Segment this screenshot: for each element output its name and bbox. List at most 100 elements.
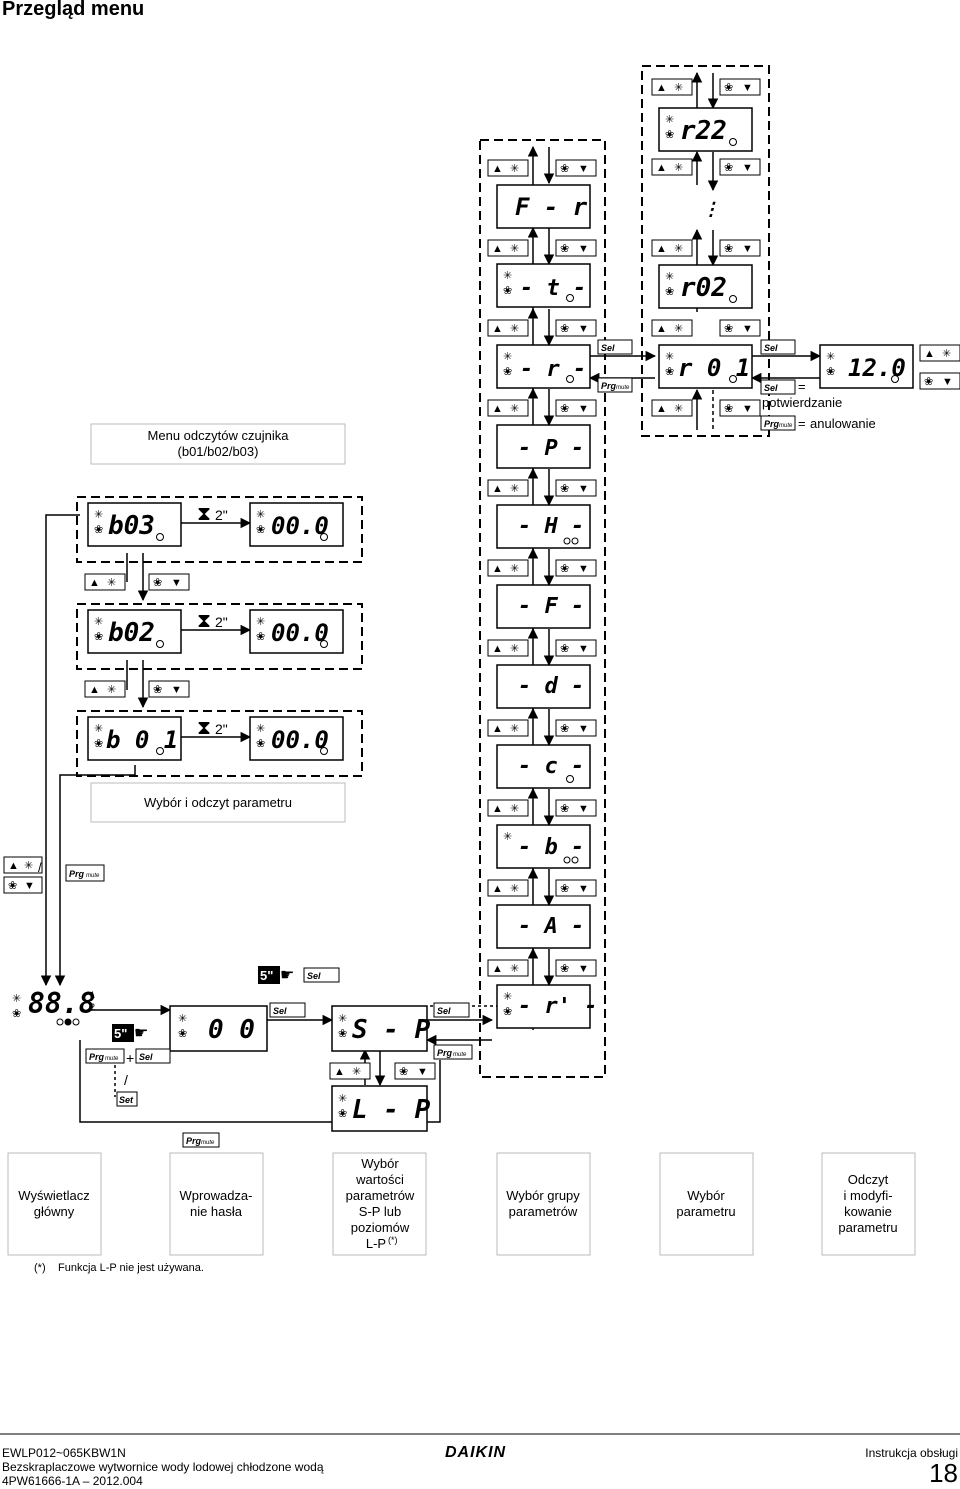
nav-pair-group-5[interactable]: ▲✳ ❀▼ — [487, 479, 597, 497]
display-r02: ✳ ❀ r02 — [658, 264, 753, 309]
nav-pair-sensor-2[interactable]: ▲✳ ❀▼ — [84, 680, 190, 698]
prg-button-group[interactable]: Prg mute — [597, 377, 633, 393]
sel-button-sp-top[interactable]: Sel — [303, 967, 340, 983]
sensor-b02-frame — [76, 603, 363, 670]
nav-pair-group-6[interactable]: ▲✳ ❀▼ — [487, 559, 597, 577]
svg-text:✳: ✳ — [256, 509, 265, 521]
legend-equals-1: = — [798, 379, 806, 394]
sel-button-entry[interactable]: Sel — [135, 1048, 171, 1064]
display-a: - A - — [496, 904, 591, 949]
svg-text:Prg: Prg — [437, 1048, 453, 1058]
function-buttons[interactable]: Prg mute Sel Sel Sel Prg mute Prg mute S… — [65, 339, 796, 1148]
svg-text:▼: ▼ — [578, 963, 589, 975]
svg-text:✳: ✳ — [510, 163, 519, 175]
footer-description: Bezskraplaczowe wytwornice wody lodowej … — [2, 1460, 324, 1474]
nav-pair-group-8[interactable]: ▲✳ ❀▼ — [487, 719, 597, 737]
svg-text:✳: ✳ — [674, 323, 683, 335]
nav-pair-param-4[interactable]: ▲✳ ❀▼ — [651, 319, 761, 337]
svg-text:Sel: Sel — [764, 383, 778, 393]
prg-button-sp[interactable]: Prg mute — [433, 1044, 473, 1060]
nav-pair-param-1[interactable]: ▲✳ ❀▼ — [651, 78, 761, 96]
sel-button-sp[interactable]: Sel — [433, 1002, 470, 1018]
svg-text:❀: ❀ — [560, 803, 569, 815]
svg-text:▲: ▲ — [492, 963, 503, 975]
svg-text:▼: ▼ — [942, 376, 953, 388]
svg-text:▲: ▲ — [492, 403, 503, 415]
prg-button-main[interactable]: Prg mute — [65, 864, 105, 882]
svg-text:✳: ✳ — [510, 483, 519, 495]
svg-text:Funkcja L-P nie jest używana.: Funkcja L-P nie jest używana. — [58, 1262, 204, 1274]
legend-confirm: potwierdzanie — [762, 395, 842, 410]
svg-text:❀: ❀ — [153, 684, 162, 696]
nav-pair-value[interactable]: ▲✳ ❀▼ — [919, 344, 960, 390]
svg-text:❀: ❀ — [560, 563, 569, 575]
display-c: - c - — [496, 744, 591, 789]
svg-text:Set: Set — [119, 1095, 134, 1105]
display-p: - P - — [496, 424, 591, 469]
svg-text:❀: ❀ — [503, 285, 512, 297]
svg-text:i modyfi-: i modyfi- — [843, 1188, 892, 1203]
svg-text:✳: ✳ — [510, 243, 519, 255]
svg-text:▲: ▲ — [656, 82, 667, 94]
svg-text:▼: ▼ — [417, 1066, 428, 1078]
svg-text:▲: ▲ — [492, 483, 503, 495]
svg-text:▼: ▼ — [578, 803, 589, 815]
svg-text:(*): (*) — [34, 1262, 46, 1274]
svg-text:Wybór i odczyt parametru: Wybór i odczyt parametru — [144, 795, 292, 810]
nav-pair-group-4[interactable]: ▲✳ ❀▼ — [487, 399, 597, 417]
desc-main-display: Wyświetlacz główny — [7, 1152, 102, 1256]
svg-text:+: + — [126, 1050, 134, 1066]
svg-text:Prg: Prg — [186, 1136, 202, 1146]
svg-text:Prg: Prg — [89, 1052, 105, 1062]
nav-pair-param-2[interactable]: ▲✳ ❀▼ — [651, 158, 761, 176]
prg-button-entry[interactable]: Prg mute + — [85, 1048, 134, 1066]
nav-pair-main[interactable]: ▲✳ ❀▼ / — [3, 856, 43, 894]
svg-text:▼: ▼ — [578, 563, 589, 575]
svg-text:✳: ✳ — [674, 162, 683, 174]
nav-pair-group-3[interactable]: ▲✳ ❀▼ — [487, 319, 597, 337]
sel-button-legend[interactable]: Sel — [760, 379, 796, 395]
svg-text:Sel: Sel — [273, 1006, 287, 1016]
nav-pair-group-9[interactable]: ▲✳ ❀▼ — [487, 799, 597, 817]
svg-text:Wybór: Wybór — [687, 1188, 725, 1203]
svg-text:✳: ✳ — [352, 1066, 361, 1078]
svg-text:2": 2" — [215, 614, 228, 630]
svg-text:✳: ✳ — [178, 1013, 187, 1025]
svg-text:✳: ✳ — [510, 323, 519, 335]
nav-pair-sensor-1[interactable]: ▲✳ ❀▼ — [84, 573, 190, 591]
svg-text:mute: mute — [779, 423, 793, 429]
svg-text:- t -: - t - — [520, 276, 586, 301]
nav-pair-group-2[interactable]: ▲✳ ❀▼ — [487, 239, 597, 257]
svg-text:❀: ❀ — [503, 366, 512, 378]
svg-text:✳: ✳ — [503, 831, 512, 843]
page-title: Przegląd menu — [2, 0, 145, 20]
svg-text:▼: ▼ — [742, 162, 753, 174]
footer-model: EWLP012~065KBW1N — [2, 1446, 126, 1460]
sel-button-pwd[interactable]: Sel — [269, 1002, 306, 1018]
nav-buttons[interactable]: ▲✳ ❀▼ ▲✳ ❀▼ ▲✳ ❀▼ ▲✳ ❀▼ ▲✳ ❀▼ — [3, 78, 960, 1080]
display-b01-value: ✳ ❀ 00.0 — [249, 716, 344, 761]
sel-button-param[interactable]: Sel — [760, 339, 796, 355]
nav-pair-group-11[interactable]: ▲✳ ❀▼ — [487, 959, 597, 977]
nav-pair-param-3[interactable]: ▲✳ ❀▼ — [651, 239, 761, 257]
sel-button-group[interactable]: Sel — [597, 339, 633, 355]
svg-text:Sel: Sel — [601, 343, 615, 353]
nav-pair-group-1[interactable]: ▲✳ ❀▼ — [487, 159, 597, 177]
svg-text:▼: ▼ — [578, 483, 589, 495]
svg-text:5": 5" — [260, 968, 273, 983]
svg-text:główny: główny — [34, 1204, 75, 1219]
svg-text:▼: ▼ — [578, 723, 589, 735]
svg-text:✳: ✳ — [665, 351, 674, 363]
svg-text:▼: ▼ — [742, 403, 753, 415]
display-r01: ✳ ❀ r 0 1 — [658, 344, 753, 389]
svg-text:▼: ▼ — [578, 323, 589, 335]
prg-button-legend[interactable]: Prg mute — [760, 415, 796, 431]
set-button[interactable]: Set — [116, 1091, 138, 1107]
nav-pair-sp[interactable]: ▲✳ ❀▼ — [329, 1062, 436, 1080]
nav-pair-group-7[interactable]: ▲✳ ❀▼ — [487, 639, 597, 657]
svg-text:☛: ☛ — [280, 967, 294, 984]
nav-pair-group-10[interactable]: ▲✳ ❀▼ — [487, 879, 597, 897]
nav-pair-param-5[interactable]: ▲✳ ❀▼ — [651, 399, 761, 417]
prg-button-bottom[interactable]: Prg mute — [182, 1132, 220, 1148]
svg-text:Odczyt: Odczyt — [848, 1172, 889, 1187]
